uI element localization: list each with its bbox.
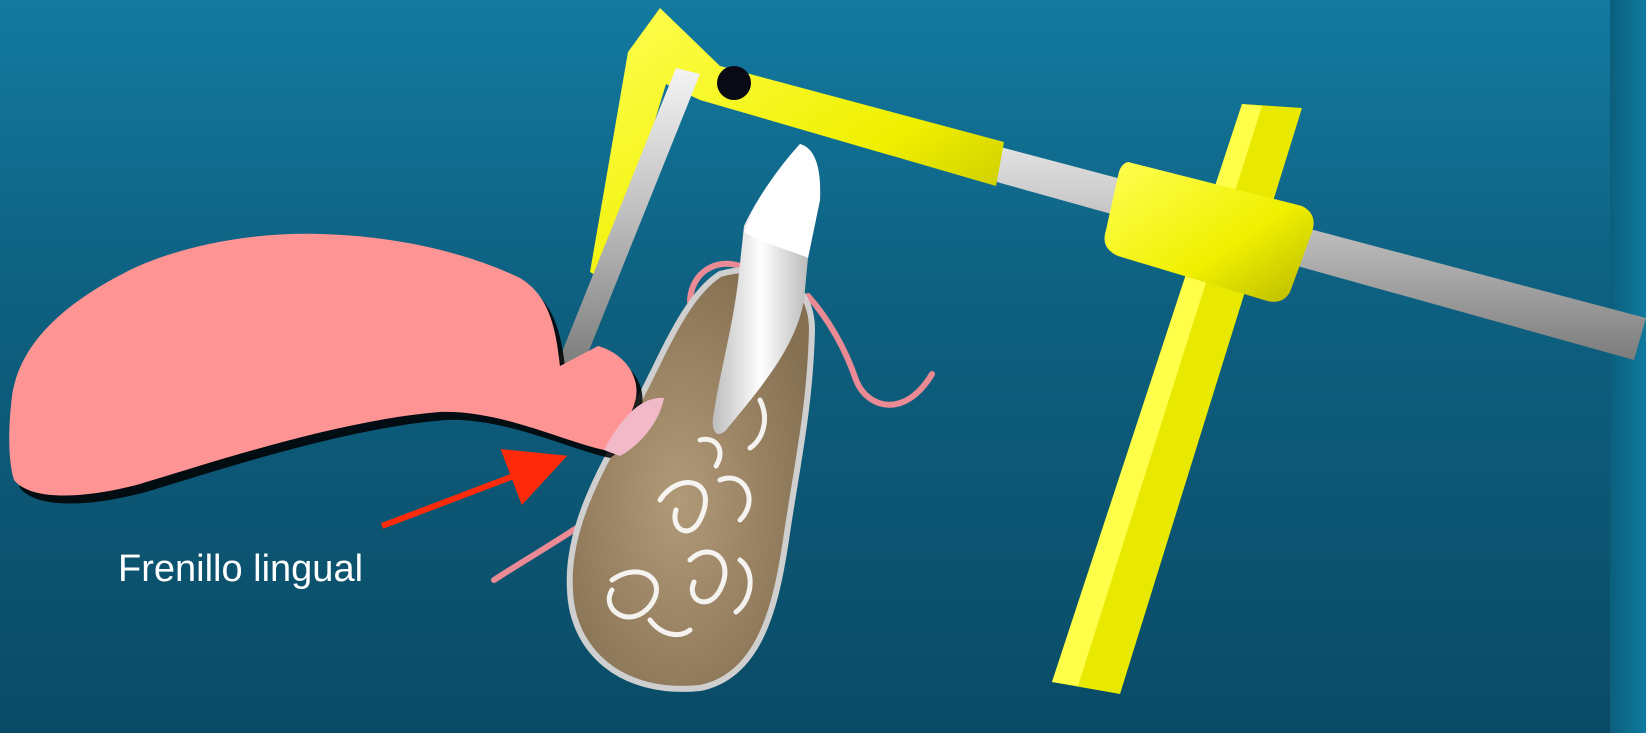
pivot-hole (717, 66, 751, 100)
annotation-label: Frenillo lingual (118, 548, 363, 591)
annotation-arrow (382, 460, 556, 526)
tongue (9, 234, 664, 504)
clamp-block (1105, 162, 1314, 302)
